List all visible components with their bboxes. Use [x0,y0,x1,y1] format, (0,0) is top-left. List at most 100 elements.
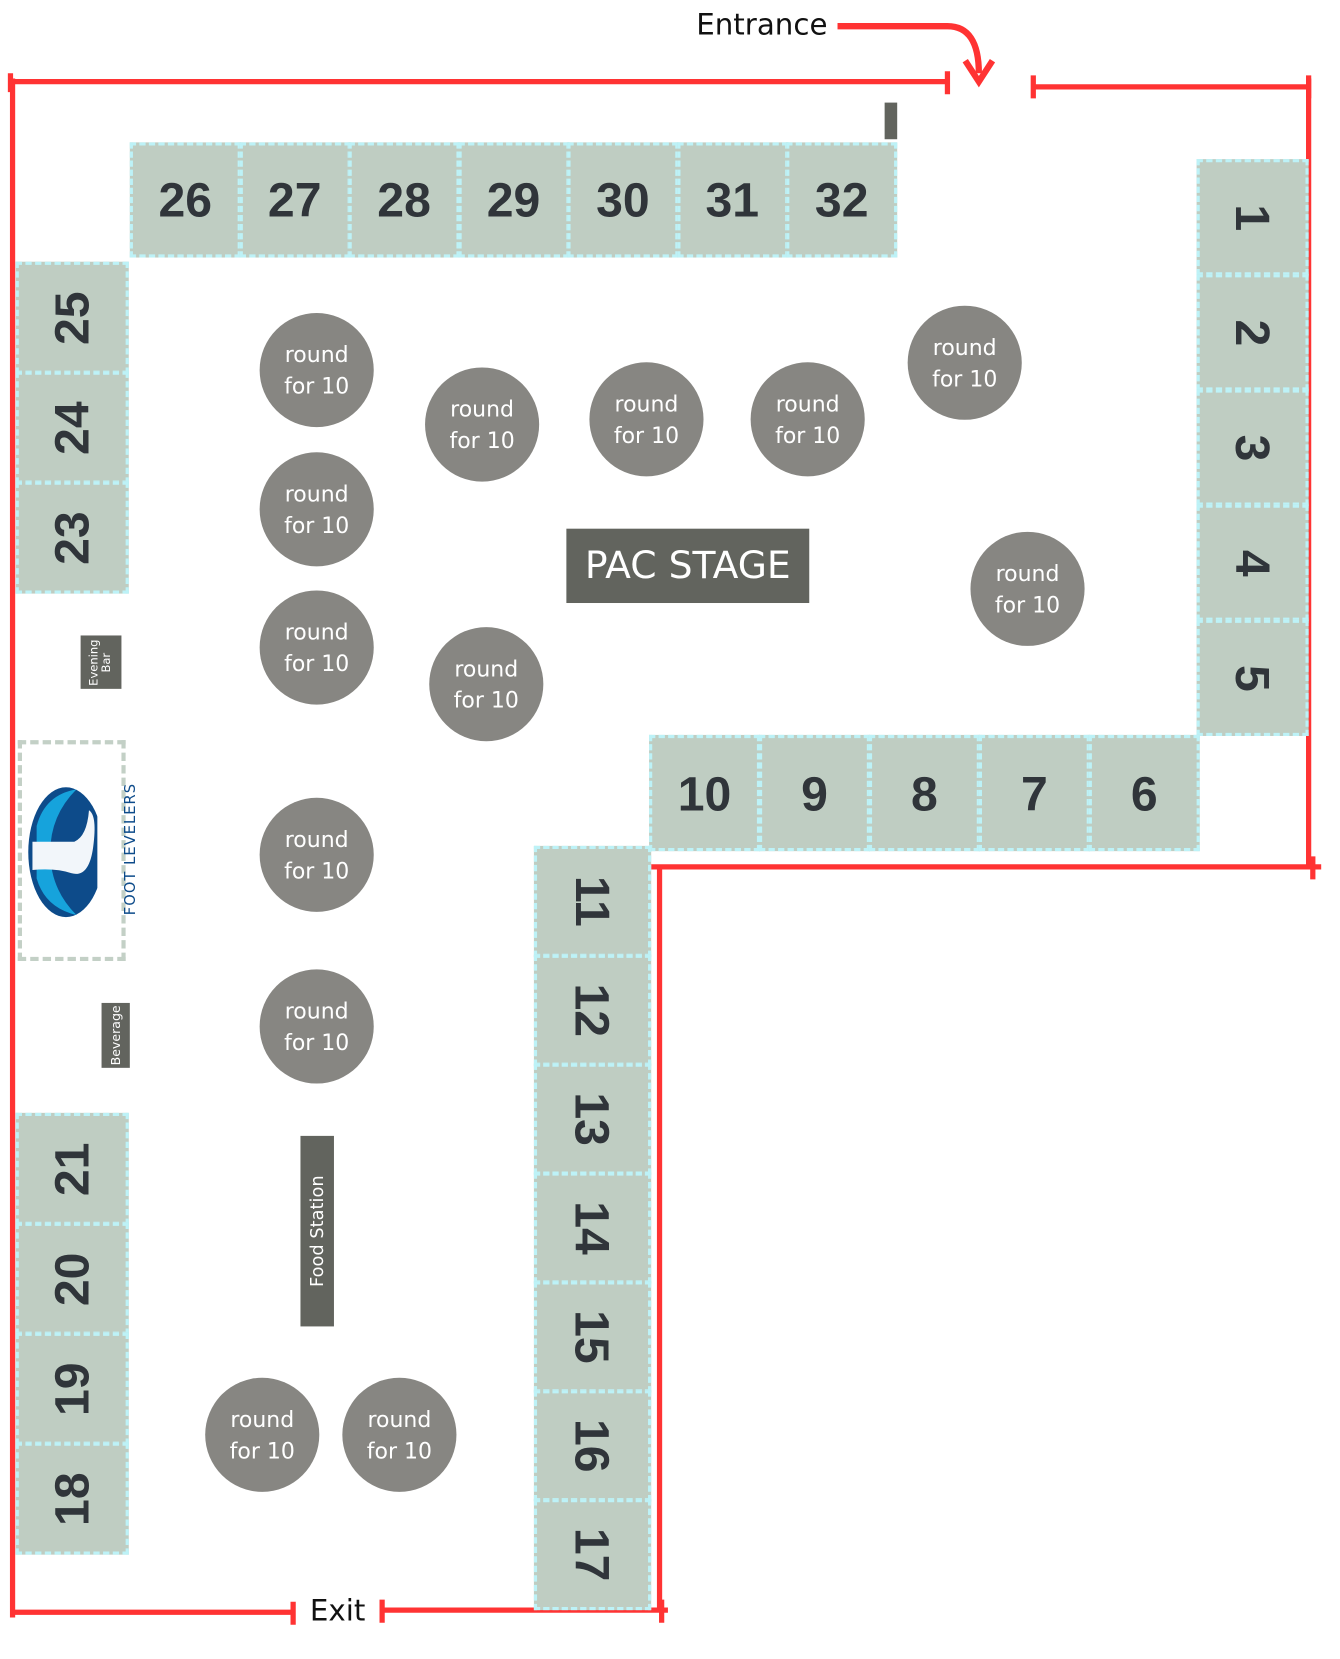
booth-9: 9 [759,734,870,852]
booth-number: 1 [1225,203,1280,231]
round-table: round for 10 [429,627,544,742]
booth-3: 3 [1196,389,1309,506]
booth-number: 13 [565,1092,620,1146]
round-table-label-2: for 10 [449,427,515,453]
booth-7: 7 [978,734,1090,852]
wall-top-left [7,71,951,95]
booth-number: 12 [565,983,620,1038]
booth-11: 11 [533,845,652,957]
booth-number: 32 [814,172,869,228]
round-table-label-1: round [932,334,997,360]
booth-number: 11 [565,875,620,927]
booth-number: 16 [565,1418,620,1473]
food-station: Food Station [300,1135,334,1327]
booth-number: 28 [377,172,431,228]
booth-number: 8 [911,765,938,821]
round-table-label-2: for 10 [453,687,519,713]
entrance-arrow [837,23,982,74]
booth-24: 24 [15,371,129,484]
booth-25: 25 [15,261,129,374]
booth-15: 15 [533,1281,652,1393]
booth-number: 7 [1020,765,1048,821]
round-table-label-2: for 10 [284,373,350,399]
booth-number: 26 [158,172,213,228]
wall-bottom-right [379,1599,668,1623]
round-table-label-2: for 10 [284,857,350,884]
round-table-label-2: for 10 [775,422,841,448]
round-table-label-1: round [454,655,519,682]
round-table: round for 10 [425,367,540,482]
round-table-label-2: for 10 [366,1437,432,1464]
pac-stage: PAC STAGE [566,528,810,604]
round-table-label-1: round [995,560,1060,586]
booth-19: 19 [15,1332,129,1445]
exit-label: Exit [305,1593,370,1628]
beverage-label: Beverage [108,1005,124,1066]
booth-number: 24 [45,400,100,455]
booth-number: 27 [267,172,322,228]
round-table-label-2: for 10 [284,1029,350,1055]
booth-number: 25 [45,290,100,345]
round-table-label-2: for 10 [284,512,350,538]
round-table-label-1: round [367,1406,432,1432]
round-table-label-1: round [775,391,840,417]
booth-4: 4 [1196,504,1309,621]
booth-number: 17 [565,1527,620,1582]
booth-6: 6 [1088,734,1200,852]
round-table-label-1: round [284,826,349,852]
round-table: round for 10 [342,1377,457,1492]
booth-18: 18 [15,1442,129,1555]
booth-number: 29 [486,172,541,228]
booth-8: 8 [868,734,980,852]
booth-number: 20 [45,1252,100,1306]
booth-number: 9 [801,765,828,821]
booth-number: 30 [596,172,650,228]
door-marker [884,102,898,140]
booth-28: 28 [348,142,460,258]
booth-number: 6 [1130,765,1158,821]
booth-number: 23 [45,510,100,565]
round-table-label-1: round [614,391,679,417]
round-table-label-1: round [284,619,349,645]
booth-26: 26 [129,142,241,258]
booth-12: 12 [533,954,652,1066]
booth-2: 2 [1196,274,1309,391]
booth-32: 32 [786,142,898,258]
sponsor-name: FOOT LEVELERS [122,782,140,916]
booth-20: 20 [15,1222,129,1335]
wall-bottom-left [12,1601,296,1625]
round-table: round for 10 [259,590,374,705]
food-station-label: Food Station [306,1175,328,1287]
booth-21: 21 [15,1112,129,1225]
booth-number: 2 [1225,318,1280,346]
booth-1: 1 [1196,159,1309,276]
booth-number: 5 [1225,664,1280,692]
round-table-label-2: for 10 [229,1437,295,1464]
round-table: round for 10 [907,305,1022,420]
round-table-label-2: for 10 [613,422,680,448]
booth-number: 4 [1225,549,1280,577]
booth-number: 19 [45,1361,100,1416]
evening-bar-label-2: Bar [99,652,114,673]
round-table: round for 10 [589,362,704,477]
booth-number: 21 [45,1142,100,1196]
beverage-station: Beverage [101,1002,130,1068]
round-table-label-2: for 10 [932,365,998,392]
round-table-label-1: round [284,481,349,507]
round-table-label-2: for 10 [284,650,350,676]
wall-inner-horizontal [651,856,1322,880]
booth-13: 13 [533,1063,652,1175]
round-table-label-1: round [450,396,515,422]
booth-14: 14 [533,1172,652,1284]
booth-23: 23 [15,481,129,594]
arrow-head-icon [962,59,996,88]
sponsor-booth: FOOT LEVELERS [17,740,139,962]
round-table: round for 10 [750,362,865,477]
booth-10: 10 [649,734,761,852]
